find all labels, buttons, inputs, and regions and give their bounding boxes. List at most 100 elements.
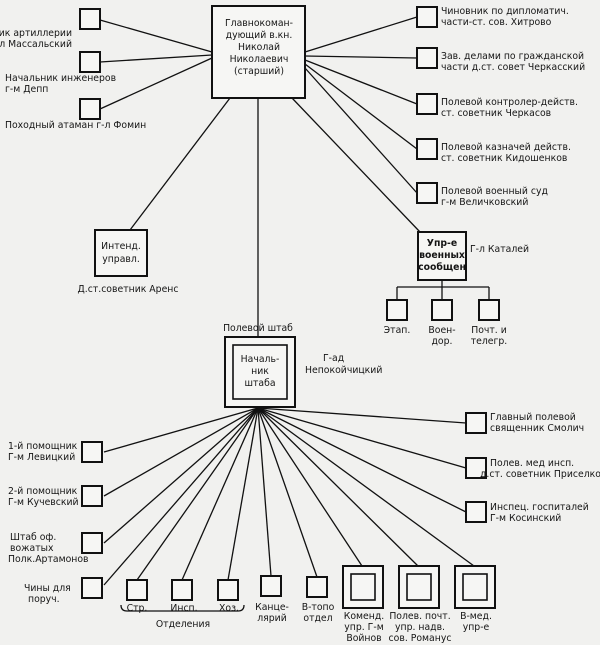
field-post-inner-box [406, 573, 432, 601]
connector [304, 63, 418, 150]
chief-line-3: штаба [244, 378, 275, 389]
errand-ranks-label-1: Чины для [24, 583, 71, 594]
diplomat-label-1: Чиновник по дипломатич. [441, 6, 569, 17]
departments-bracket [120, 604, 245, 612]
topo-label-1: В-топо [302, 602, 335, 613]
treasurer-box [416, 138, 438, 160]
guide-officers-box [81, 532, 103, 554]
court-label-1: Полевой военный суд [441, 186, 548, 197]
guide-officers-label-3: Полк.Артамонов [8, 554, 89, 565]
chaplain-label-2: священник Смолич [490, 423, 584, 434]
intendant-line-1: Интенд. [101, 241, 141, 252]
left-bottom-nodes: 1-й помощник Г-м Левицкий 2-й помощник Г… [8, 441, 103, 605]
military-road-label-2: дор. [432, 336, 453, 347]
topo-label-2: отдел [303, 613, 332, 624]
commander-line-4: Николаевич [230, 54, 289, 65]
diplomat-label-2: части-ст. сов. Хитрово [441, 17, 552, 28]
dept-hoz-box [217, 579, 239, 601]
connector [99, 57, 213, 110]
chief-line-1: Началь- [241, 354, 280, 365]
dept-insp-label: Инсп. [170, 603, 197, 614]
diplomat-box [416, 6, 438, 28]
etap-label: Этап. [384, 325, 411, 336]
controller-label-1: Полевой контролер-действ. [441, 97, 578, 108]
military-road-label-1: Воен- [428, 325, 455, 336]
dept-hoz-label: Хоз. [219, 603, 239, 614]
civil-affairs-label-1: Зав. делами по гражданской [441, 51, 584, 62]
field-post-label-3: сов. Романус [389, 633, 452, 644]
communications-line-3: сообщен [418, 262, 466, 273]
treasurer-label-2: ст. советник Кидошенков [441, 153, 567, 164]
connector [257, 407, 363, 567]
connector [136, 407, 259, 581]
treasurer-label-1: Полевой казначей действ. [441, 142, 571, 153]
field-staff-title: Полевой штаб [223, 323, 293, 334]
communications-caption: Г-л Каталей [470, 244, 529, 255]
chaplain-box [465, 412, 487, 434]
artillery-label-2: г.ад, г-л Массальский [0, 39, 72, 50]
intendant-box [94, 229, 148, 277]
field-staff-node: Полевой штаб Началь- ник штаба Г-ад Непо… [223, 323, 382, 408]
medical-inspector-label-1: Полев. мед инсп. [490, 458, 574, 469]
post-telegraph-label-2: телегр. [471, 336, 508, 347]
right-top-nodes: Чиновник по дипломатич. части-ст. сов. Х… [416, 6, 585, 208]
medical-admin-label-2: упр-е [463, 622, 490, 633]
bottom-row-nodes: Канце- лярий В-топо отдел Коменд. упр. Г… [255, 565, 496, 644]
connector [227, 407, 259, 581]
assistant-1-label-2: Г-м Левицкий [8, 452, 75, 463]
ataman-box [79, 98, 101, 120]
guide-officers-label-1: Штаб оф. [10, 532, 56, 543]
commandant-label-2: упр. Г-м [344, 622, 383, 633]
commander-line-3: Николай [238, 42, 280, 53]
controller-box [416, 93, 438, 115]
commander-node: Главнокоман- дующий в.кн. Николай Никола… [211, 5, 306, 99]
connector [103, 407, 259, 544]
dept-insp-box [171, 579, 193, 601]
chief-name-1: Г-ад [323, 353, 344, 364]
assistant-2-label-1: 2-й помощник [8, 486, 78, 497]
commander-box [211, 5, 306, 99]
dept-str-label: Стр. [127, 603, 148, 614]
connector [257, 407, 467, 469]
communications-box [417, 231, 467, 281]
connector [257, 407, 318, 578]
connector [103, 407, 259, 453]
connector [129, 97, 231, 231]
controller-label-2: ст. советник Черкасов [441, 108, 551, 119]
connector [99, 19, 213, 53]
ataman-label: Походный атаман г-л Фомин [5, 120, 146, 131]
communications-line-1: Упр-е [427, 238, 457, 249]
connector [304, 59, 418, 105]
chancellery-label-1: Канце- [255, 602, 289, 613]
connector [257, 407, 475, 567]
artillery-box [79, 8, 101, 30]
connector [181, 407, 259, 581]
commandant-inner-box [350, 573, 376, 601]
commandant-label-1: Коменд. [344, 611, 384, 622]
artillery-label-1: Начальник артиллерии [0, 28, 72, 39]
connector [99, 54, 213, 63]
errand-ranks-box [81, 577, 103, 599]
post-telegraph-label-1: Почт. и [471, 325, 507, 336]
chancellery-box [260, 575, 282, 597]
assistant-1-label-1: 1-й помощник [8, 441, 78, 452]
medical-admin-inner-box [462, 573, 488, 601]
departments-nodes: Стр. Инсп. Хоз. Отделения [126, 579, 239, 630]
assistant-2-box [81, 485, 103, 507]
intendant-node: Интенд. управл. Д.ст.советник Аренс [78, 229, 179, 295]
guide-officers-label-2: вожатых [10, 543, 54, 554]
engineers-label-2: г-м Депп [5, 84, 48, 95]
commander-line-2: дующий в.кн. [226, 30, 293, 41]
hospital-inspector-box [465, 501, 487, 523]
connector [257, 407, 272, 577]
engineers-label-1: Начальник инженеров [5, 73, 116, 84]
medical-inspector-box [465, 457, 487, 479]
commandant-label-3: Войнов [346, 633, 381, 644]
field-post-label-2: упр. надв. [395, 622, 445, 633]
medical-inspector-label-2: д.ст. советник Приселков [480, 469, 600, 480]
right-bottom-nodes: Главный полевой священник Смолич Полев. … [465, 412, 600, 524]
intendant-caption: Д.ст.советник Аренс [78, 284, 179, 295]
dept-str-box [126, 579, 148, 601]
chief-name-2: Непокойчицкий [305, 365, 382, 376]
